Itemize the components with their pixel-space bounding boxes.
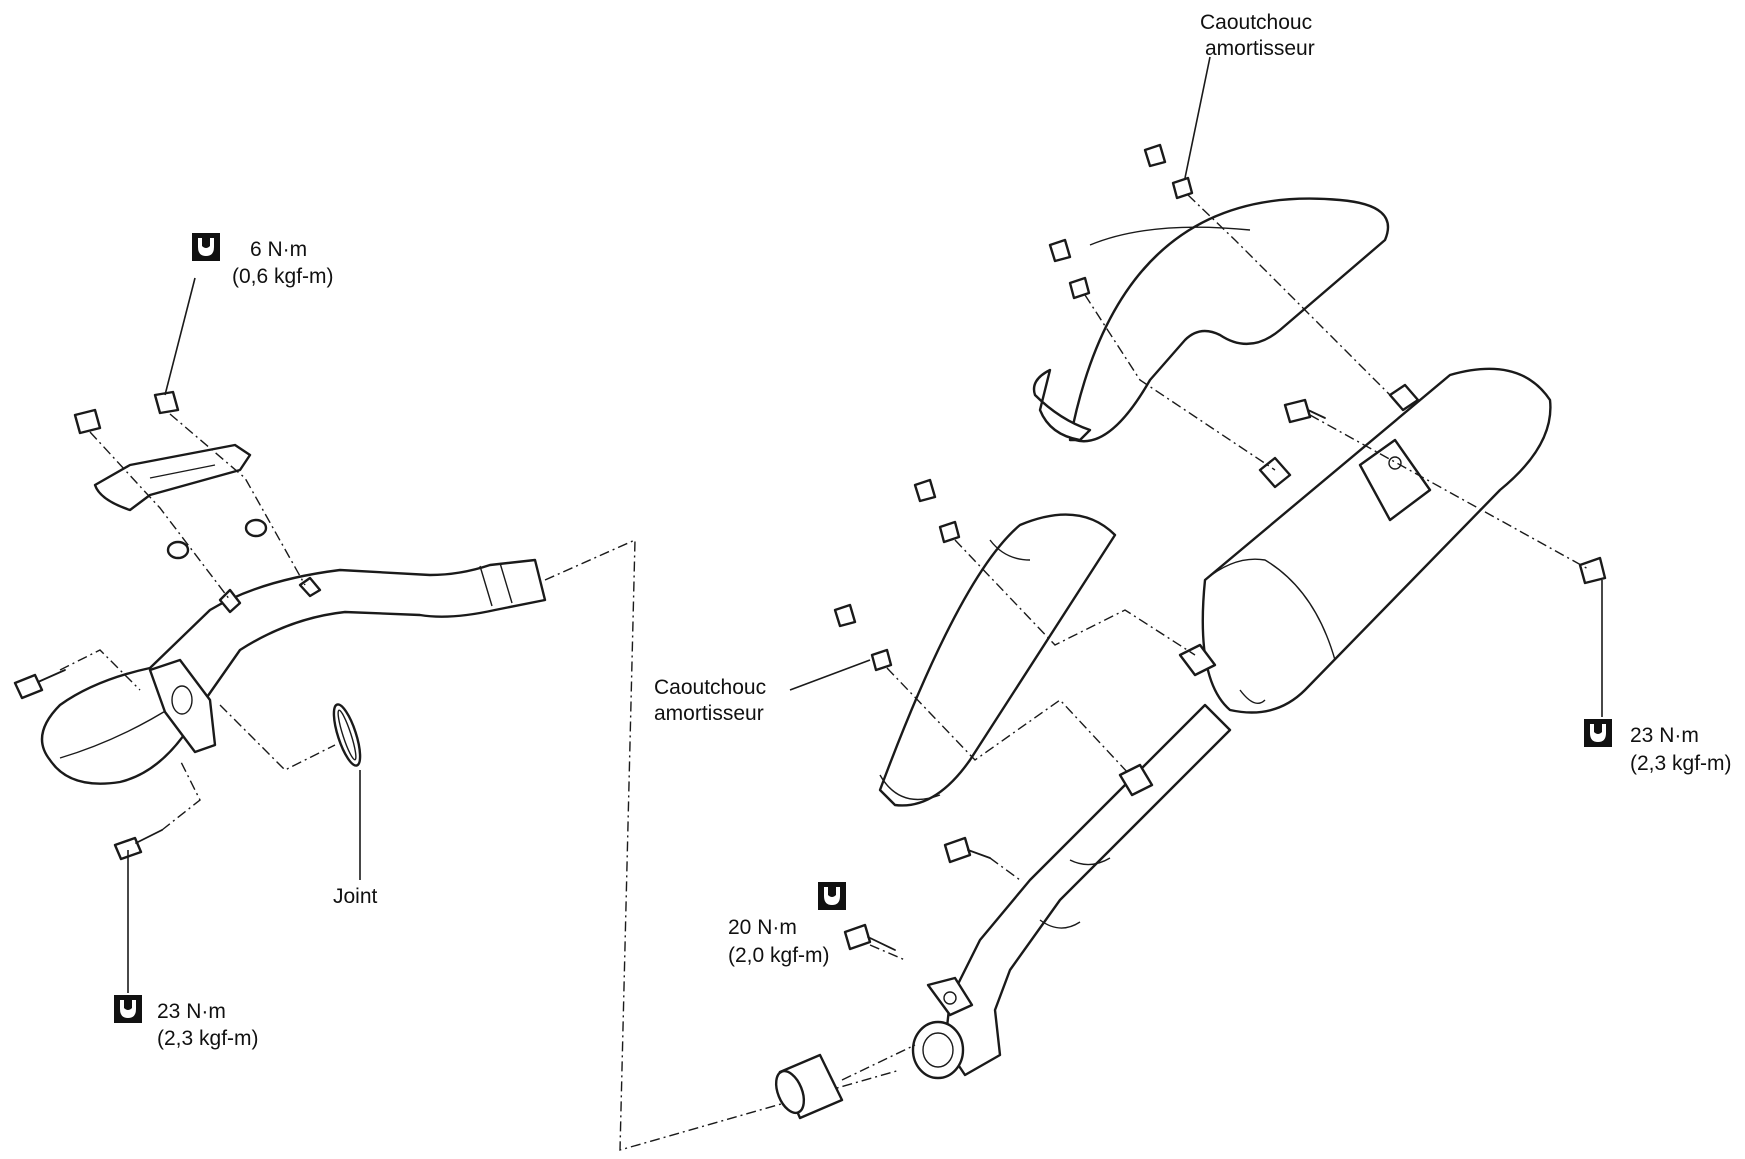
label-leader-lines [127, 56, 1603, 993]
upper-heat-shield [1032, 197, 1390, 443]
torque-value: 23 N·m [1630, 724, 1699, 747]
muffler-body [1201, 367, 1552, 714]
torque-value-kgf: (0,6 kgf-m) [232, 265, 334, 288]
rubber-label-line2: amortisseur [1205, 37, 1315, 60]
flange-bolts [13, 669, 163, 861]
pipe-flange [148, 658, 217, 754]
heat-shield-screws [833, 143, 1167, 628]
joint-gasket [332, 703, 362, 767]
lower-heat-shield [878, 513, 1117, 807]
torque-wrench-icon [114, 995, 142, 1023]
torque-label-20nm: 20 N·m (2,0 kgf-m) [728, 882, 846, 967]
torque-value-kgf: (2,3 kgf-m) [1630, 752, 1732, 775]
muffler-mount-bracket [1258, 383, 1432, 522]
rubber-label-line1: Caoutchouc [1200, 11, 1312, 34]
torque-value: 20 N·m [728, 916, 797, 939]
torque-label-23nm-left: 23 N·m (2,3 kgf-m) [114, 995, 259, 1050]
heat-shield-clips [1118, 643, 1217, 797]
exhaust-clamp [911, 976, 974, 1080]
muffler-bolts [843, 398, 1607, 951]
torque-value-kgf: (2,3 kgf-m) [157, 1027, 259, 1050]
rubber-damper-label-middle: Caoutchouc amortisseur [654, 676, 766, 725]
joint-label: Joint [333, 885, 378, 908]
right-assembly-dashdot-lines [841, 194, 1591, 1081]
bracket-nuts [73, 390, 268, 560]
rubber-damper-label-top: Caoutchouc amortisseur [1200, 11, 1315, 60]
rubber-label-line2: amortisseur [654, 702, 764, 725]
damper-rubbers [870, 176, 1194, 672]
torque-value: 23 N·m [157, 1000, 226, 1023]
torque-value-kgf: (2,0 kgf-m) [728, 944, 830, 967]
torque-value: 6 N·m [250, 238, 307, 261]
heat-shield-bracket [93, 443, 322, 614]
pipe-bushing [774, 1053, 844, 1120]
torque-wrench-icon [818, 882, 846, 910]
joint-text: Joint [333, 885, 378, 908]
torque-label-23nm-right: 23 N·m (2,3 kgf-m) [1584, 719, 1732, 775]
torque-wrench-icon [1584, 719, 1612, 747]
torque-wrench-icon [192, 233, 220, 261]
rubber-label-line1: Caoutchouc [654, 676, 766, 699]
muffler-outlet-pipe [943, 703, 1232, 1077]
front-exhaust-pipe [40, 558, 547, 785]
left-assembly-dashdot-lines [59, 413, 901, 1151]
torque-label-6nm: 6 N·m (0,6 kgf-m) [192, 233, 334, 288]
